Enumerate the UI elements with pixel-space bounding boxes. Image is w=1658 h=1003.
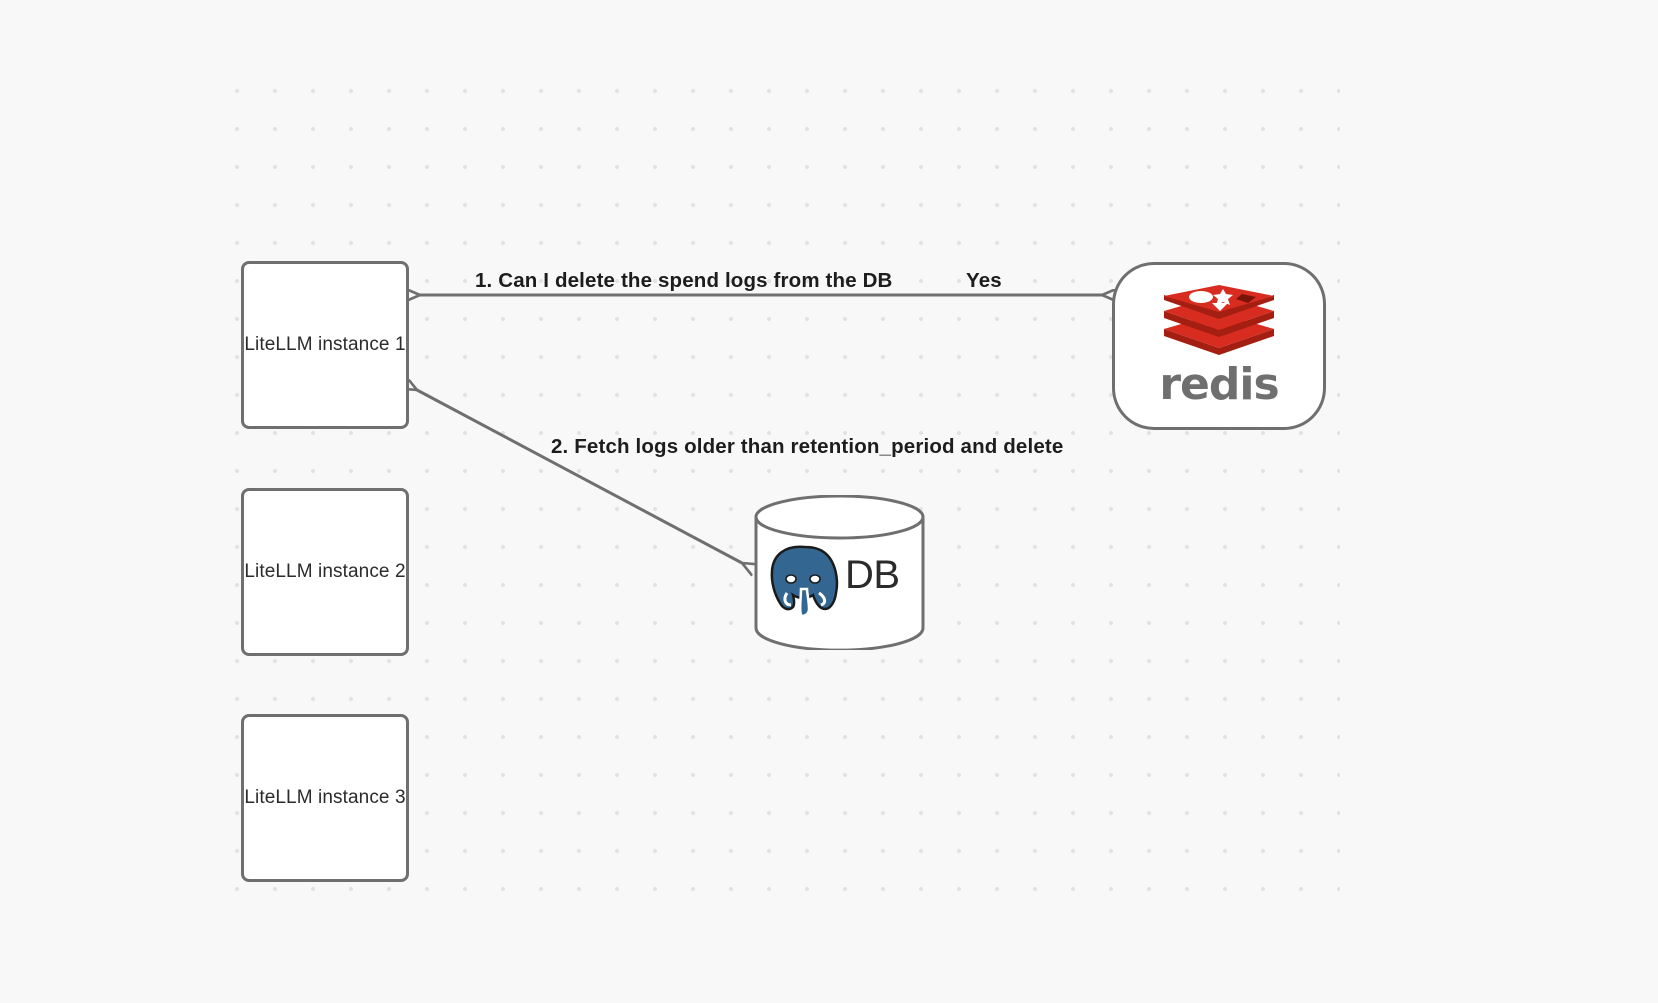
node-litellm-instance-3-label: LiteLLM instance 3 [244, 787, 406, 808]
redis-wordmark: redis [1159, 359, 1279, 410]
edge-label-yes: Yes [966, 269, 1002, 292]
node-litellm-instance-3[interactable]: LiteLLM instance 3 [241, 714, 409, 882]
database-label: DB [845, 553, 900, 597]
edge-label-can-i-delete-spend-logs: 1. Can I delete the spend logs from the … [475, 269, 893, 292]
redis-logo-icon [1164, 285, 1274, 355]
node-litellm-instance-1[interactable]: LiteLLM instance 1 [241, 261, 409, 429]
grid-mask-right [1340, 0, 1658, 1003]
postgresql-elephant-icon [768, 543, 840, 617]
node-litellm-instance-1-label: LiteLLM instance 1 [244, 334, 406, 355]
grid-mask-left [0, 0, 208, 1003]
node-litellm-instance-2[interactable]: LiteLLM instance 2 [241, 488, 409, 656]
grid-mask-bottom [0, 893, 1658, 1003]
node-litellm-instance-2-label: LiteLLM instance 2 [244, 561, 406, 582]
node-redis[interactable]: redis [1112, 262, 1326, 430]
edge-label-fetch-logs-older-than-retention-period: 2. Fetch logs older than retention_perio… [551, 435, 1064, 458]
edge-litellm1-db [417, 390, 742, 563]
node-database[interactable]: DB [753, 494, 926, 652]
